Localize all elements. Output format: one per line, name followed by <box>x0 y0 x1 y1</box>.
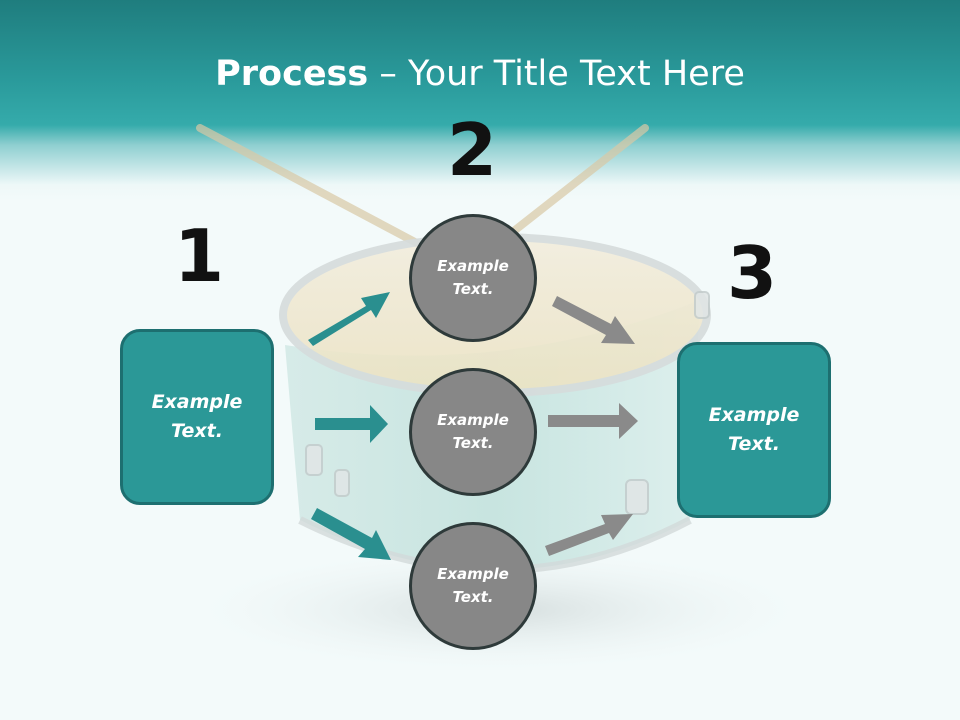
gray-arrows <box>545 296 638 556</box>
circle-text: Example Text. <box>437 257 509 298</box>
drumstick-right <box>501 124 649 242</box>
step-2-circle-bottom: Example Text. <box>409 522 537 650</box>
title-rest: – Your Title Text Here <box>368 54 745 94</box>
step-3-box-text: Example Text. <box>708 404 800 455</box>
page-title: Process – Your Title Text Here <box>0 52 960 96</box>
gray-arrow-down <box>552 296 635 344</box>
step-1-box: Example Text. <box>120 329 274 505</box>
step-number-2: 2 <box>446 108 498 192</box>
circle-text: Example Text. <box>437 565 509 606</box>
step-2-circle-middle: Example Text. <box>409 368 537 496</box>
title-bold: Process <box>215 54 369 94</box>
gray-arrow-up <box>545 514 633 556</box>
circle-text: Example Text. <box>437 411 509 452</box>
teal-arrow-down <box>311 508 391 560</box>
drumstick-left <box>196 124 449 262</box>
teal-arrows <box>308 292 391 560</box>
step-3-box: Example Text. <box>677 342 831 518</box>
header-band <box>0 0 960 200</box>
step-number-3: 3 <box>726 231 778 315</box>
gray-arrow-right <box>548 403 638 439</box>
step-1-box-text: Example Text. <box>151 391 243 442</box>
step-2-circle-top: Example Text. <box>409 214 537 342</box>
teal-arrow-right <box>315 405 388 443</box>
teal-arrow-up <box>308 292 390 346</box>
step-number-1: 1 <box>173 214 225 298</box>
